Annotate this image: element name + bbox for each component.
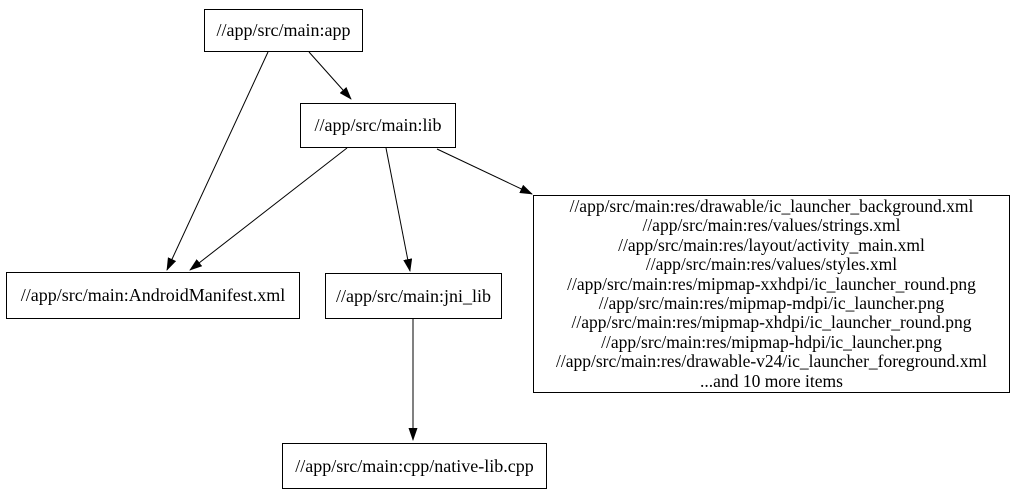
res-group-line: //app/src/main:res/mipmap-xxhdpi/ic_laun… (567, 273, 976, 294)
res-group-line: //app/src/main:res/values/strings.xml (642, 215, 901, 236)
graph-node-android-manifest-label: //app/src/main:AndroidManifest.xml (20, 285, 286, 305)
res-group-line: //app/src/main:res/drawable/ic_launcher_… (569, 195, 974, 216)
graph-node-lib: //app/src/main:lib (300, 103, 456, 148)
edge-lib-to-res-group (436, 148, 533, 195)
res-group-line: //app/src/main:res/mipmap-xhdpi/ic_launc… (571, 312, 972, 333)
graph-node-lib-label: //app/src/main:lib (314, 115, 442, 135)
res-group-line: //app/src/main:res/drawable-v24/ic_launc… (555, 351, 988, 372)
edge-app-to-android-manifest (166, 51, 269, 271)
res-group-more-items: ...and 10 more items (700, 370, 843, 391)
edge-lib-to-jni-lib (385, 147, 413, 272)
edge-app-to-lib (308, 51, 352, 100)
graph-node-android-manifest: //app/src/main:AndroidManifest.xml (6, 272, 300, 319)
graph-node-jni-lib: //app/src/main:jni_lib (325, 273, 502, 319)
res-group-line: //app/src/main:res/layout/activity_main.… (618, 234, 925, 255)
graph-node-res-group: //app/src/main:res/drawable/ic_launcher_… (533, 195, 1010, 393)
graph-node-jni-lib-label: //app/src/main:jni_lib (336, 285, 491, 306)
graph-node-app: //app/src/main:app (204, 9, 363, 52)
res-group-line: //app/src/main:res/mipmap-hdpi/ic_launch… (601, 331, 942, 352)
res-group-line: //app/src/main:res/values/styles.xml (645, 254, 898, 275)
graph-node-native-lib: //app/src/main:cpp/native-lib.cpp (282, 443, 547, 489)
graph-node-app-label: //app/src/main:app (216, 20, 351, 40)
res-group-line: //app/src/main:res/mipmap-mdpi/ic_launch… (598, 293, 945, 313)
edge-lib-to-android-manifest (189, 147, 348, 271)
graph-node-native-lib-label: //app/src/main:cpp/native-lib.cpp (295, 455, 534, 476)
